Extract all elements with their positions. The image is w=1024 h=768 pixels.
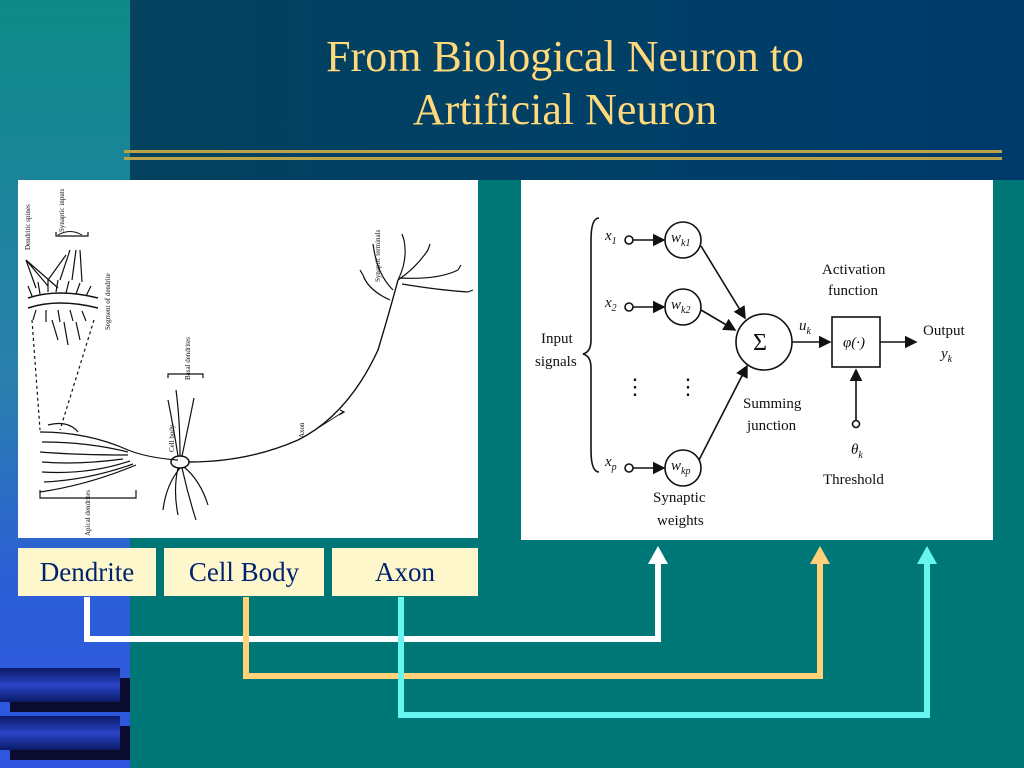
dendrite-label-box: Dendrite	[18, 548, 156, 596]
theta-k-var: θ	[851, 442, 859, 458]
axon-label-box: Axon	[332, 548, 478, 596]
slide-title: From Biological Neuron to Artificial Neu…	[130, 30, 1000, 136]
slide-title-line-2: Artificial Neuron	[412, 85, 718, 134]
biological-neuron-figure: Dendritic spines Synaptic inputs Segment…	[18, 180, 478, 538]
input-xp-sub: p	[611, 462, 617, 473]
segment-of-dendrite-label: Segment of dendrite	[104, 273, 112, 330]
y-k-sub: k	[948, 354, 953, 365]
input-x1-var: x	[604, 228, 612, 244]
cell-body-arrow	[243, 562, 823, 679]
u-k-label: uk	[799, 318, 812, 337]
input-x2: x2	[604, 295, 617, 314]
weight-wk1: wk1	[671, 230, 690, 249]
u-k-sub: k	[807, 326, 812, 337]
u-k-var: u	[799, 318, 807, 334]
artificial-neuron-diagram: Input signals x1 x2 xp wk1 wk2 wkp ⋮ ⋮ Σ…	[535, 217, 966, 529]
axon-arrow	[398, 562, 930, 718]
weight-wkp-sub: kp	[681, 466, 690, 477]
input-signals-line-1: Input	[541, 331, 573, 347]
input-xp: xp	[604, 454, 617, 473]
input-x2-sub: 2	[612, 303, 617, 314]
threshold-label: Threshold	[823, 472, 884, 488]
synaptic-inputs-label: Synaptic inputs	[58, 188, 66, 232]
weight-wk2-sub: k2	[681, 305, 690, 316]
weight-wk1-sub: k1	[681, 238, 690, 249]
weight-wkp-var: w	[671, 458, 681, 474]
input-ellipsis: ⋮	[624, 374, 646, 399]
y-k-var: y	[939, 346, 948, 362]
input-x2-var: x	[604, 295, 612, 311]
summing-line-2: junction	[746, 418, 797, 434]
dendritic-spines-label: Dendritic spines	[24, 204, 32, 250]
cell-body-arrowhead	[810, 546, 830, 564]
weight-wkp: wkp	[671, 458, 690, 477]
slide-title-line-1: From Biological Neuron to	[326, 32, 804, 81]
weight-wk1-var: w	[671, 230, 681, 246]
sigma-symbol: Σ	[753, 330, 767, 356]
synaptic-line-1: Synaptic	[653, 490, 706, 506]
decorative-block-1	[0, 668, 120, 702]
activation-line-2: function	[828, 283, 878, 299]
basal-dendrites-label: Basal dendrites	[184, 337, 192, 380]
input-x1-sub: 1	[612, 236, 617, 247]
weight-node-k1	[664, 221, 702, 259]
title-rule-bottom	[124, 157, 1002, 160]
synaptic-line-2: weights	[657, 513, 704, 529]
input-signals-line-2: signals	[535, 354, 577, 370]
weight-wk2-var: w	[671, 297, 681, 313]
cell-body-label-box: Cell Body	[164, 548, 324, 596]
axon-label: Axon	[298, 422, 306, 438]
decorative-block-2	[0, 716, 120, 750]
input-x1: x1	[604, 228, 617, 247]
weight-ellipsis: ⋮	[677, 374, 699, 399]
theta-k-label: θk	[851, 442, 863, 461]
activation-line-1: Activation	[822, 262, 886, 278]
y-k-label: yk	[939, 346, 953, 365]
theta-k-sub: k	[858, 450, 863, 461]
phi-symbol: φ(·)	[843, 335, 865, 351]
input-xp-var: x	[604, 454, 612, 470]
weight-node-k2	[664, 288, 702, 326]
summing-line-1: Summing	[743, 396, 802, 412]
biological-neuron-drawing: Dendritic spines Synaptic inputs Segment…	[24, 188, 474, 536]
dendrite-arrow	[84, 562, 661, 642]
title-rule-top	[124, 150, 1002, 153]
dendrite-arrowhead	[648, 546, 668, 564]
axon-arrowhead	[917, 546, 937, 564]
artificial-neuron-figure: Input signals x1 x2 xp wk1 wk2 wkp ⋮ ⋮ Σ…	[521, 180, 993, 540]
cell-body-label: Cell body	[168, 424, 176, 452]
input-brace	[582, 217, 600, 473]
synaptic-terminals-label: Synaptic terminals	[374, 229, 382, 282]
weight-wk2: wk2	[671, 297, 690, 316]
output-label: Output	[923, 323, 966, 339]
apical-dendrites-label: Apical dendrites	[84, 490, 92, 536]
weight-node-kp	[664, 449, 702, 487]
